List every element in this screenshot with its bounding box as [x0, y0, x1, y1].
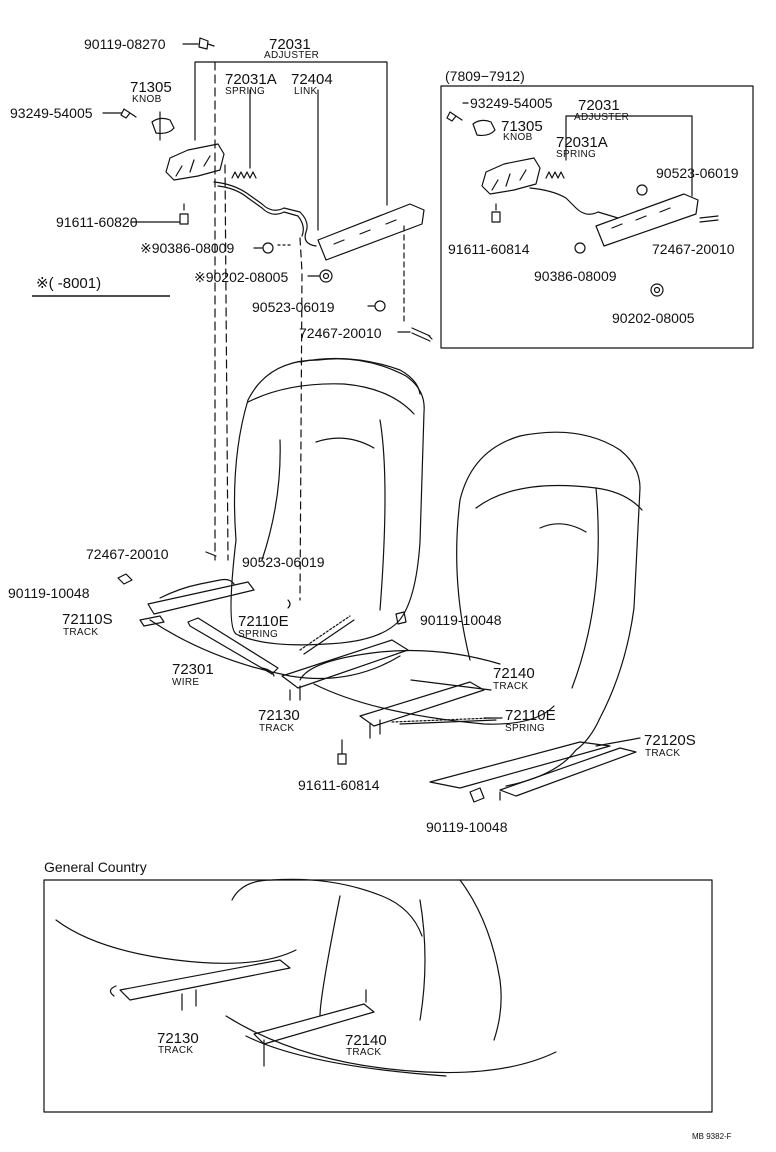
general-part-number-72130: 72130: [157, 1030, 199, 1047]
note-underline: [32, 295, 170, 297]
part-name-track-72110s: TRACK: [63, 627, 99, 638]
part-number-72031: 72031: [269, 36, 311, 53]
part-number-72110s: 72110S: [62, 611, 113, 628]
part-number-72031a: 72031A: [225, 71, 277, 88]
part-label-90386-08009: ※90386-08009: [140, 240, 235, 256]
part-label-90202-08005: ※90202-08005: [194, 269, 289, 285]
inset-label-90386-08009: 90386-08009: [534, 268, 617, 284]
general-part-name-track-1: TRACK: [158, 1045, 194, 1056]
inset-part-name-adjuster: ADJUSTER: [574, 112, 630, 123]
track-parts: [117, 551, 641, 803]
seat-right-outline: [299, 431, 643, 787]
part-number-72120s: 72120S: [644, 732, 696, 749]
inset-box: [440, 85, 754, 349]
part-label-90523-06019: 90523-06019: [252, 299, 335, 315]
general-country-title: General Country: [44, 859, 147, 875]
part-name-wire: WIRE: [172, 677, 200, 688]
inset-part-name-spring: SPRING: [556, 149, 597, 160]
part-name-track-72140: TRACK: [493, 681, 529, 692]
adjuster-assembly: [102, 37, 433, 601]
part-number-72140: 72140: [493, 665, 535, 682]
inset-label-90202-08005: 90202-08005: [612, 310, 695, 326]
part-number-72404: 72404: [291, 71, 333, 88]
part-label-91611-60820: 91611-60820: [56, 214, 138, 230]
inset-part-number-72031: 72031: [578, 97, 620, 114]
part-name-adjuster: ADJUSTER: [264, 50, 320, 61]
part-name-link: LINK: [294, 86, 318, 97]
part-label-72467-20010: 72467-20010: [299, 325, 382, 341]
date-range-note: ※( -8001): [36, 275, 102, 292]
diagram-code: MB 9382-F: [692, 1132, 732, 1141]
part-name-spring-right: SPRING: [505, 723, 546, 734]
part-number-72110e-right: 72110E: [505, 707, 556, 724]
part-label-90119-10048-right: 90119-10048: [420, 612, 502, 628]
general-country-box: [43, 878, 713, 1113]
part-number-72301: 72301: [172, 661, 214, 678]
inset-label-91611-60814: 91611-60814: [448, 241, 530, 257]
part-label-90119-08270: 90119-08270: [84, 36, 166, 52]
inset-part-number-72031a: 72031A: [556, 134, 608, 151]
inset-part-name-knob: KNOB: [503, 132, 533, 143]
part-name-knob: KNOB: [132, 94, 162, 105]
part-name-track-72120s: TRACK: [645, 748, 681, 759]
part-name-spring-left: SPRING: [238, 629, 279, 640]
inset-part-number-71305: 71305: [501, 118, 543, 135]
inset-label-93249-54005: 93249-54005: [470, 95, 553, 111]
part-number-72130: 72130: [258, 707, 300, 724]
inset-label-72467-20010: 72467-20010: [652, 241, 735, 257]
part-number-71305: 71305: [130, 79, 172, 96]
part-label-90119-10048-left: 90119-10048: [8, 585, 90, 601]
general-part-name-track-2: TRACK: [346, 1047, 382, 1058]
part-name-spring: SPRING: [225, 86, 266, 97]
inset-label-90523-06019: 90523-06019: [656, 165, 739, 181]
part-label-93249-54005: 93249-54005: [10, 105, 93, 121]
inset-date-range: (7809−7912): [445, 68, 525, 84]
part-label-72467-20010-lower: 72467-20010: [86, 546, 169, 562]
part-label-91611-60814: 91611-60814: [298, 777, 380, 793]
part-name-track-72130: TRACK: [259, 723, 295, 734]
part-label-90523-06019-lower: 90523-06019: [242, 554, 325, 570]
part-number-72110e-left: 72110E: [238, 613, 289, 630]
part-label-90119-10048-bottom: 90119-10048: [426, 819, 508, 835]
seat-left-outline: [149, 357, 425, 680]
general-part-number-72140: 72140: [345, 1032, 387, 1049]
